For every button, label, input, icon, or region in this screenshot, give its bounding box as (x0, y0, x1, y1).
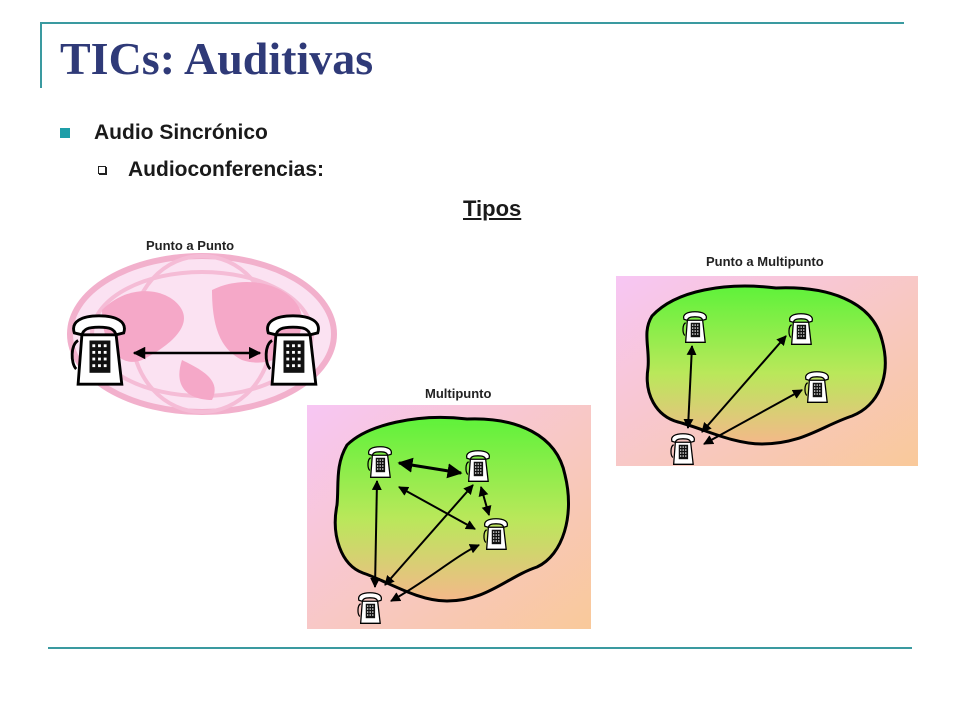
arrow-icon (703, 389, 803, 445)
label-punto-a-punto: Punto a Punto (146, 238, 235, 253)
label-multipunto: Multipunto (425, 386, 492, 401)
bullet-level2-text: Audioconferencias: (128, 158, 325, 181)
arrow-icon (683, 345, 697, 429)
label-punto-a-multipunto: Punto a Multipunto (706, 254, 824, 269)
arrow-icon (397, 457, 463, 479)
left-rule (40, 22, 42, 88)
diagram-punto-a-multipunto (616, 276, 918, 466)
telephone-icon (788, 312, 814, 346)
diagram-punto-a-punto (67, 253, 337, 415)
arrow-icon (370, 480, 382, 588)
telephone-icon (483, 517, 509, 551)
slide-title: TICs: Auditivas (60, 33, 374, 84)
telephone-icon (357, 591, 383, 625)
telephone-icon (804, 370, 830, 404)
bullet-level1: Audio Sincrónico (60, 121, 268, 145)
subheading-tipos: Tipos (463, 196, 522, 221)
telephone-icon (682, 310, 708, 344)
arrow-icon (390, 544, 480, 602)
telephone-icon (264, 314, 320, 386)
telephone-icon (367, 445, 393, 479)
hollow-square-bullet-icon (98, 166, 106, 174)
top-rule (40, 22, 904, 24)
telephone-icon (670, 432, 696, 466)
square-bullet-icon (60, 128, 70, 138)
telephone-icon (465, 449, 491, 483)
arrow-icon (478, 486, 492, 516)
bullet-level2: Audioconferencias: (98, 158, 324, 182)
bottom-rule (48, 647, 912, 649)
bullet-level1-text: Audio Sincrónico (94, 121, 268, 144)
diagram-multipunto (307, 405, 591, 629)
telephone-icon (70, 314, 126, 386)
